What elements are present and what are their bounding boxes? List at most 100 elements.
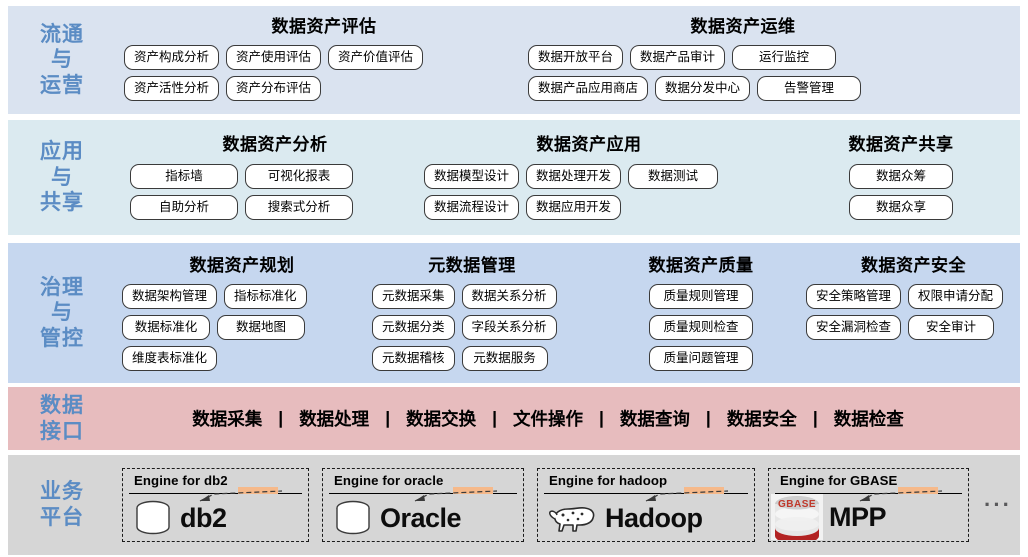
interface-item[interactable]: 数据检查 [833, 409, 904, 429]
chip-row: 元数据分类 字段关系分析 [372, 315, 572, 340]
chip-item[interactable]: 元数据采集 [372, 284, 455, 309]
chip-item[interactable]: 数据流程设计 [424, 195, 520, 220]
hadoop-elephant-icon [547, 501, 599, 535]
chip-item[interactable]: 安全审计 [908, 315, 995, 340]
interface-item[interactable]: 数据处理 [299, 409, 370, 429]
chip-item[interactable]: 搜索式分析 [245, 195, 353, 220]
chip-item[interactable]: 维度表标准化 [122, 346, 218, 371]
engine-brand-name: Hadoop [605, 502, 703, 533]
chip-item[interactable]: 数据众享 [849, 195, 953, 220]
group-title: 数据资产安全 [861, 256, 966, 275]
band-label-line: 应用 [40, 140, 84, 164]
chip-item[interactable]: 质量规则管理 [649, 284, 753, 309]
gbase-logo-icon: GBASE [771, 494, 823, 544]
interface-separator: | [599, 408, 604, 428]
chip-item[interactable]: 元数据服务 [461, 346, 548, 371]
chip-item[interactable]: 数据处理开发 [526, 164, 622, 189]
chip-item[interactable]: 数据分发中心 [655, 76, 751, 101]
database-cylinder-icon [332, 499, 374, 537]
chip-item[interactable]: 数据应用开发 [526, 195, 622, 220]
band-label-line: 与 [51, 48, 73, 72]
chip-row: 指标墙 可视化报表 [130, 164, 420, 189]
chip-item[interactable]: 数据产品应用商店 [528, 76, 649, 101]
chip-item[interactable]: 指标标准化 [224, 284, 307, 309]
chip-row: 数据开放平台 数据产品审计 运行监控 [528, 45, 958, 70]
data-interface-list: 数据采集 | 数据处理 | 数据交换 | 文件操作 | 数据查询 | 数据安全 … [116, 387, 1020, 450]
band-label-line: 管控 [40, 326, 84, 350]
chip-item[interactable]: 资产价值评估 [328, 45, 424, 70]
interface-item[interactable]: 数据采集 [192, 409, 263, 429]
band-governance-control: 治理 与 管控 数据资产规划 数据架构管理 指标标准化 数据标准化 数据地图 [8, 243, 1020, 383]
chip-row: 数据流程设计 数据应用开发 [424, 195, 754, 220]
chip-item[interactable]: 数据架构管理 [122, 284, 218, 309]
card-divider [129, 493, 302, 494]
chip-item[interactable]: 可视化报表 [245, 164, 353, 189]
svg-text:GBASE: GBASE [778, 499, 816, 510]
chip-row: 数据架构管理 指标标准化 [122, 284, 362, 309]
interface-item[interactable]: 文件操作 [513, 409, 583, 429]
chip-item[interactable]: 数据开放平台 [528, 45, 624, 70]
chip-item[interactable]: 资产构成分析 [124, 45, 220, 70]
chip-item[interactable]: 数据关系分析 [461, 284, 557, 309]
chip-item[interactable]: 字段关系分析 [461, 315, 557, 340]
interface-item[interactable]: 数据交换 [406, 409, 477, 429]
chip-item[interactable]: 质量规则检查 [649, 315, 753, 340]
group-data-asset-planning: 数据资产规划 数据架构管理 指标标准化 数据标准化 数据地图 维度表标准化 [122, 251, 362, 377]
chip-item[interactable]: 数据模型设计 [424, 164, 520, 189]
chip-item[interactable]: 运行监控 [732, 45, 837, 70]
engine-card-gbase[interactable]: Engine for GBASE [768, 468, 969, 544]
band-label-data-interface: 数据 接口 [8, 387, 116, 450]
chip-item[interactable]: 质量问题管理 [649, 346, 753, 371]
band-label-line: 共享 [40, 191, 84, 215]
band-label-line: 平台 [40, 506, 84, 529]
chip-row: 数据模型设计 数据处理开发 数据测试 [424, 164, 754, 189]
chip-item[interactable]: 安全策略管理 [806, 284, 902, 309]
group-data-asset-application: 数据资产应用 数据模型设计 数据处理开发 数据测试 数据流程设计 数据应用开发 [424, 130, 754, 226]
card-divider [544, 493, 748, 494]
chip-row: 数据众享 [849, 195, 953, 220]
band-body-data-interface: 数据采集 | 数据处理 | 数据交换 | 文件操作 | 数据查询 | 数据安全 … [116, 387, 1020, 450]
group-title: 数据资产共享 [848, 135, 954, 154]
chip-item[interactable]: 元数据分类 [372, 315, 455, 340]
group-title: 数据资产规划 [189, 256, 295, 275]
engine-card-list: Engine for db2 [116, 455, 1020, 555]
band-label-circulation-operation: 流通 与 运营 [8, 6, 116, 114]
group-title: 数据资产评估 [271, 17, 377, 36]
chip-item[interactable]: 资产使用评估 [226, 45, 322, 70]
group-title: 数据资产分析 [222, 135, 328, 154]
chip-item[interactable]: 告警管理 [757, 76, 862, 101]
engine-card-hadoop[interactable]: Engine for hadoop [537, 468, 755, 542]
interface-separator: | [385, 408, 391, 428]
interface-item[interactable]: 数据安全 [726, 409, 797, 429]
chip-item[interactable]: 安全漏洞检查 [806, 315, 902, 340]
interface-item[interactable]: 数据查询 [619, 409, 690, 429]
chip-item[interactable]: 数据产品审计 [630, 45, 726, 70]
chip-item[interactable]: 资产活性分析 [124, 76, 220, 101]
band-label-line: 与 [51, 165, 73, 189]
chip-item[interactable]: 数据地图 [217, 315, 305, 340]
group-metadata-management: 元数据管理 元数据采集 数据关系分析 元数据分类 字段关系分析 元数据稽核 元数… [372, 251, 572, 377]
chip-item[interactable]: 资产分布评估 [226, 76, 322, 101]
engine-card-body: GBASE MPP [769, 493, 968, 544]
interface-separator: | [705, 408, 711, 428]
engine-brand-name: db2 [180, 502, 227, 533]
chip-item[interactable]: 元数据稽核 [372, 346, 455, 371]
chip-item[interactable]: 自助分析 [130, 195, 238, 220]
chip-item[interactable]: 数据测试 [628, 164, 719, 189]
chip-item[interactable]: 数据标准化 [122, 315, 210, 340]
engine-card-db2[interactable]: Engine for db2 [122, 468, 309, 542]
chip-item[interactable]: 数据众筹 [849, 164, 953, 189]
group-data-asset-sharing: 数据资产共享 数据众筹 数据众享 [796, 130, 1006, 226]
engine-card-oracle[interactable]: Engine for oracle [322, 468, 524, 542]
chip-row: 数据产品应用商店 数据分发中心 告警管理 [528, 76, 958, 101]
band-label-business-platform: 业务 平台 [8, 455, 116, 555]
engine-card-body: Oracle [323, 495, 523, 541]
chip-row: 维度表标准化 [122, 346, 362, 371]
chip-row: 元数据采集 数据关系分析 [372, 284, 572, 309]
chip-item[interactable]: 权限申请分配 [908, 284, 1004, 309]
chip-row: 数据众筹 [849, 164, 953, 189]
chip-item[interactable]: 指标墙 [130, 164, 238, 189]
band-label-application-sharing: 应用 与 共享 [8, 120, 116, 235]
band-body-circulation-operation: 数据资产评估 资产构成分析 资产使用评估 资产价值评估 资产活性分析 资产分布评… [116, 6, 1020, 114]
